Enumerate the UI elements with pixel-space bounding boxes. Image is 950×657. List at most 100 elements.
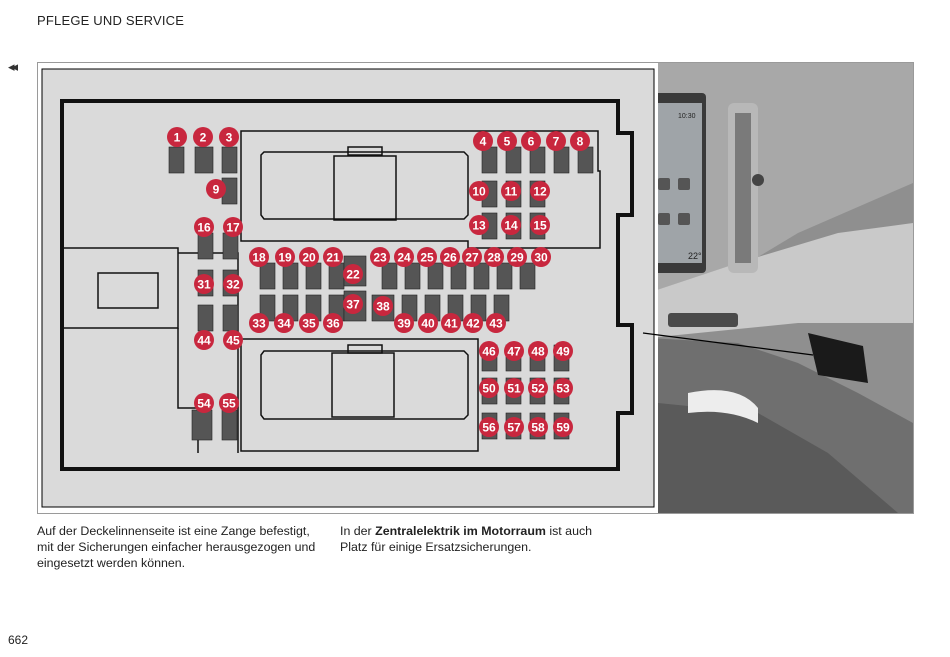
fuse-marker-circle	[167, 127, 187, 147]
fuse-marker-4: 4	[473, 131, 493, 151]
fuse-number-label: 14	[504, 219, 518, 233]
fuse-number-label: 42	[466, 317, 480, 331]
fuse-marker-49: 49	[553, 341, 573, 361]
fuse-number-label: 38	[376, 300, 390, 314]
caption-right-start: In der	[340, 524, 376, 538]
fuse-marker-circle	[528, 417, 548, 437]
section-title: PFLEGE UND SERVICE	[37, 13, 185, 28]
fuse-marker-circle	[323, 313, 343, 333]
fuse-marker-circle	[394, 247, 414, 267]
fuse-marker-circle	[486, 313, 506, 333]
fuse-number-label: 10	[472, 185, 486, 199]
fuse-number-label: 53	[556, 382, 570, 396]
fuse-number-label: 36	[326, 317, 340, 331]
fuse-marker-27: 27	[462, 247, 482, 267]
fuse-marker-21: 21	[323, 247, 343, 267]
fuse-number-label: 26	[443, 251, 457, 265]
fuse-marker-3: 3	[219, 127, 239, 147]
fuse-marker-circle	[275, 247, 295, 267]
fuse-marker-circle	[504, 341, 524, 361]
page-number: 662	[8, 633, 29, 647]
fuse-marker-22: 22	[343, 264, 363, 284]
fuse-marker-33: 33	[249, 313, 269, 333]
fuse-number-label: 49	[556, 345, 570, 359]
fuse-marker-circle	[469, 181, 489, 201]
fuse-marker-53: 53	[553, 378, 573, 398]
fuse-marker-circle	[484, 247, 504, 267]
fuse-marker-circle	[370, 247, 390, 267]
fuse-marker-circle	[441, 313, 461, 333]
fuse-marker-circle	[249, 247, 269, 267]
fuse-marker-52: 52	[528, 378, 548, 398]
fuse-number-label: 21	[326, 251, 340, 265]
fuse-number-label: 35	[302, 317, 316, 331]
fuse-marker-23: 23	[370, 247, 390, 267]
fuse-marker-24: 24	[394, 247, 414, 267]
fuse-marker-41: 41	[441, 313, 461, 333]
fuse-marker-5: 5	[497, 131, 517, 151]
fuse-number-label: 13	[472, 219, 486, 233]
fuse-number-label: 3	[226, 131, 233, 145]
fuse-marker-circle	[223, 274, 243, 294]
fuse-marker-circle	[473, 131, 493, 151]
fuse-marker-57: 57	[504, 417, 524, 437]
fuse-marker-18: 18	[249, 247, 269, 267]
fuse-marker-17: 17	[223, 217, 243, 237]
caption-left: Auf der Deckelinnenseite ist eine Zange …	[37, 524, 316, 570]
fuse-marker-circle	[299, 247, 319, 267]
fuse-number-label: 39	[397, 317, 411, 331]
fuse-marker-circle	[531, 247, 551, 267]
fuse-number-label: 37	[346, 298, 360, 312]
fuse-marker-circle	[528, 378, 548, 398]
fuse-marker-circle	[193, 127, 213, 147]
fuse-number-label: 11	[505, 185, 518, 199]
fuse-marker-32: 32	[223, 274, 243, 294]
fuse-marker-circle	[521, 131, 541, 151]
fuse-number-label: 22	[346, 268, 360, 282]
fuse-number-label: 16	[197, 221, 211, 235]
back-arrow-icon[interactable]: ◂◂	[8, 59, 18, 74]
fuse-marker-circle	[528, 341, 548, 361]
fuse-number-label: 47	[507, 345, 521, 359]
fuse-marker-circle	[418, 313, 438, 333]
fuse-number-label: 19	[278, 251, 292, 265]
fuse-number-label: 56	[482, 421, 496, 435]
fuse-number-label: 52	[531, 382, 545, 396]
fuse-marker-16: 16	[194, 217, 214, 237]
fuse-number-label: 27	[465, 251, 479, 265]
fuse-marker-circle	[249, 313, 269, 333]
fuse-box-outline	[60, 99, 634, 471]
fuse-number-label: 44	[197, 334, 211, 348]
fuse-number-label: 55	[222, 397, 236, 411]
fuse-number-label: 32	[226, 278, 240, 292]
fuse-number-label: 2	[200, 131, 207, 145]
fuse-marker-19: 19	[275, 247, 295, 267]
fuse-marker-2: 2	[193, 127, 213, 147]
fuse-marker-51: 51	[504, 378, 524, 398]
fuse-marker-56: 56	[479, 417, 499, 437]
fuse-marker-circle	[469, 215, 489, 235]
fuse-number-label: 20	[302, 251, 316, 265]
fuse-number-label: 46	[482, 345, 496, 359]
car-interior-photo: 10:30 22°	[648, 63, 913, 513]
fuse-marker-circle	[553, 341, 573, 361]
fuse-number-label: 58	[531, 421, 545, 435]
fuse-marker-40: 40	[418, 313, 438, 333]
fuse-marker-circle	[394, 313, 414, 333]
fuse-marker-circle	[553, 417, 573, 437]
fuse-number-label: 57	[507, 421, 521, 435]
fuse-marker-circle	[219, 127, 239, 147]
fuse-number-label: 6	[528, 135, 535, 149]
fuse-marker-circle	[223, 330, 243, 350]
fuse-number-label: 40	[421, 317, 435, 331]
fuse-number-label: 7	[553, 135, 560, 149]
fuse-number-label: 45	[226, 334, 240, 348]
fuse-marker-46: 46	[479, 341, 499, 361]
fuse-marker-43: 43	[486, 313, 506, 333]
fuse-marker-38: 38	[373, 296, 393, 316]
fuse-marker-20: 20	[299, 247, 319, 267]
fuse-number-label: 33	[252, 317, 266, 331]
fuse-marker-circle	[497, 131, 517, 151]
fuse-marker-37: 37	[343, 294, 363, 314]
